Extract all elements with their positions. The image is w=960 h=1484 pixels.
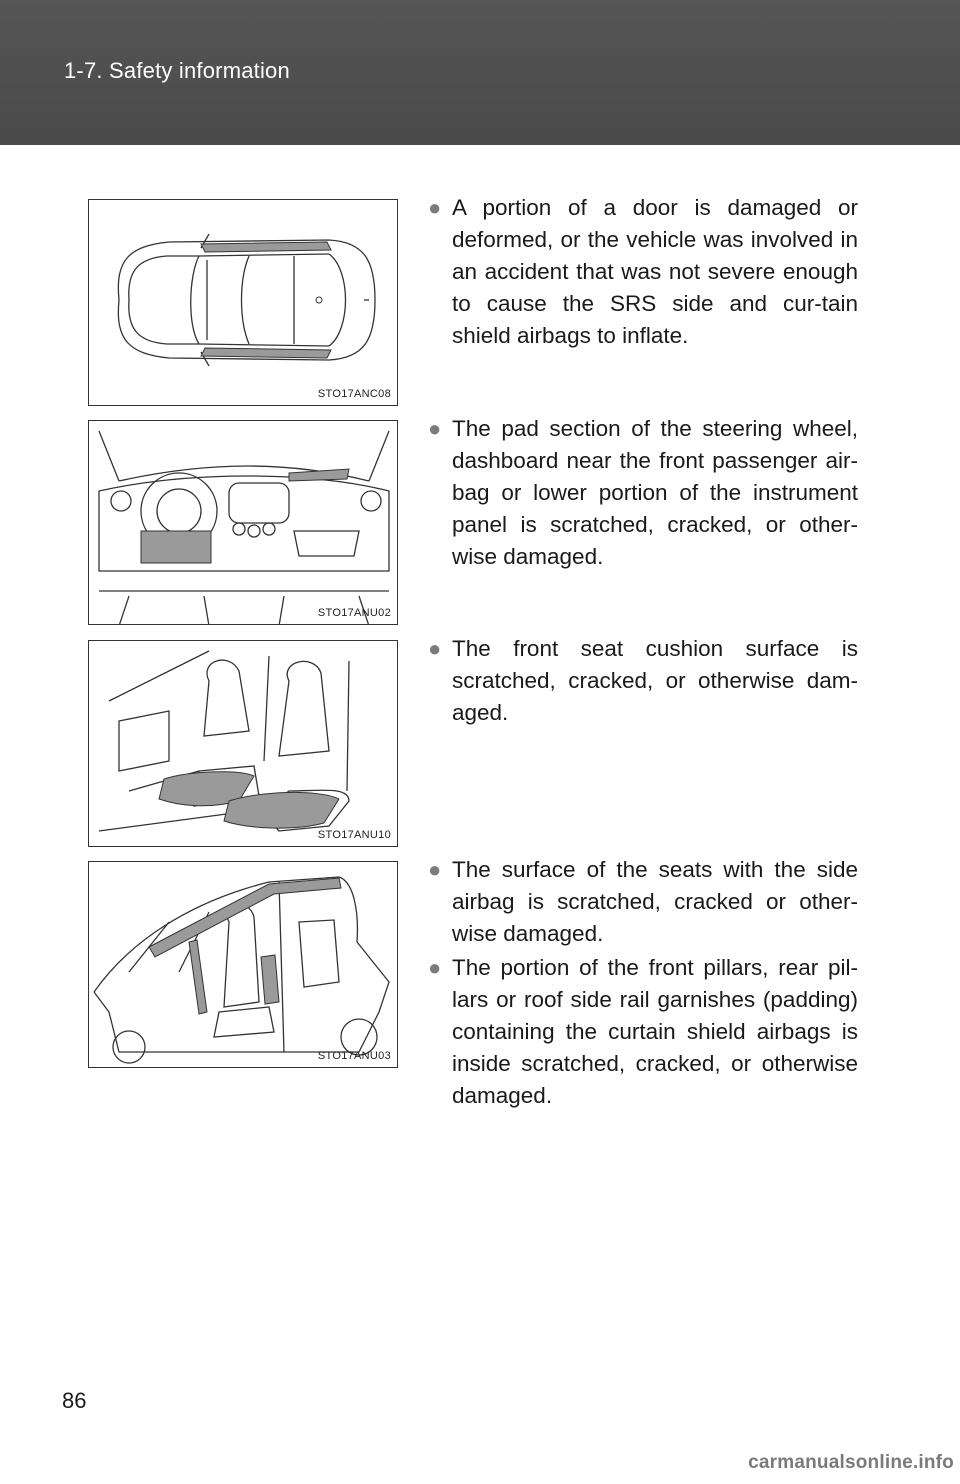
item-text: The front seat cushion surface is scratc… xyxy=(452,636,858,725)
bullet-icon: ● xyxy=(428,195,442,220)
front-seats-view-icon xyxy=(98,650,350,832)
item-text: The pad section of the steering wheel, d… xyxy=(452,416,858,569)
dashboard-view-icon xyxy=(98,430,390,624)
list-item: ● The portion of the front pillars, rear… xyxy=(428,952,858,1112)
figure-cutaway-interior-view: STO17ANU03 xyxy=(88,861,398,1068)
figure-front-seats-view: STO17ANU10 xyxy=(88,640,398,847)
bullet-icon: ● xyxy=(428,636,442,661)
cutaway-interior-view-icon xyxy=(93,876,390,1064)
figure-dashboard-view: STO17ANU02 xyxy=(88,420,398,625)
page-header: 1-7. Safety information xyxy=(0,0,960,145)
figure-code: STO17ANU02 xyxy=(317,607,391,619)
figure-code: STO17ANU10 xyxy=(317,829,391,841)
bullet-icon: ● xyxy=(428,857,442,882)
figure-car-top-view: STO17ANC08 xyxy=(88,199,398,406)
watermark: carmanualsonline.info xyxy=(748,1452,954,1473)
list-item: ● The front seat cushion surface is scra… xyxy=(428,633,858,729)
bullet-icon: ● xyxy=(428,955,442,980)
list-item: ● A portion of a door is damaged or defo… xyxy=(428,192,858,352)
item-text: The surface of the seats with the side a… xyxy=(452,857,858,946)
figure-code: STO17ANU03 xyxy=(317,1050,391,1062)
item-text: The portion of the front pillars, rear p… xyxy=(452,955,858,1108)
item-text: A portion of a door is damaged or deform… xyxy=(452,195,858,348)
car-top-view-icon xyxy=(117,233,376,367)
figure-code: STO17ANC08 xyxy=(317,388,391,400)
list-item: ● The surface of the seats with the side… xyxy=(428,854,858,950)
bullet-icon: ● xyxy=(428,416,442,441)
page-number: 86 xyxy=(62,1388,87,1413)
section-title: 1-7. Safety information xyxy=(64,58,290,83)
list-item: ● The pad section of the steering wheel,… xyxy=(428,413,858,573)
